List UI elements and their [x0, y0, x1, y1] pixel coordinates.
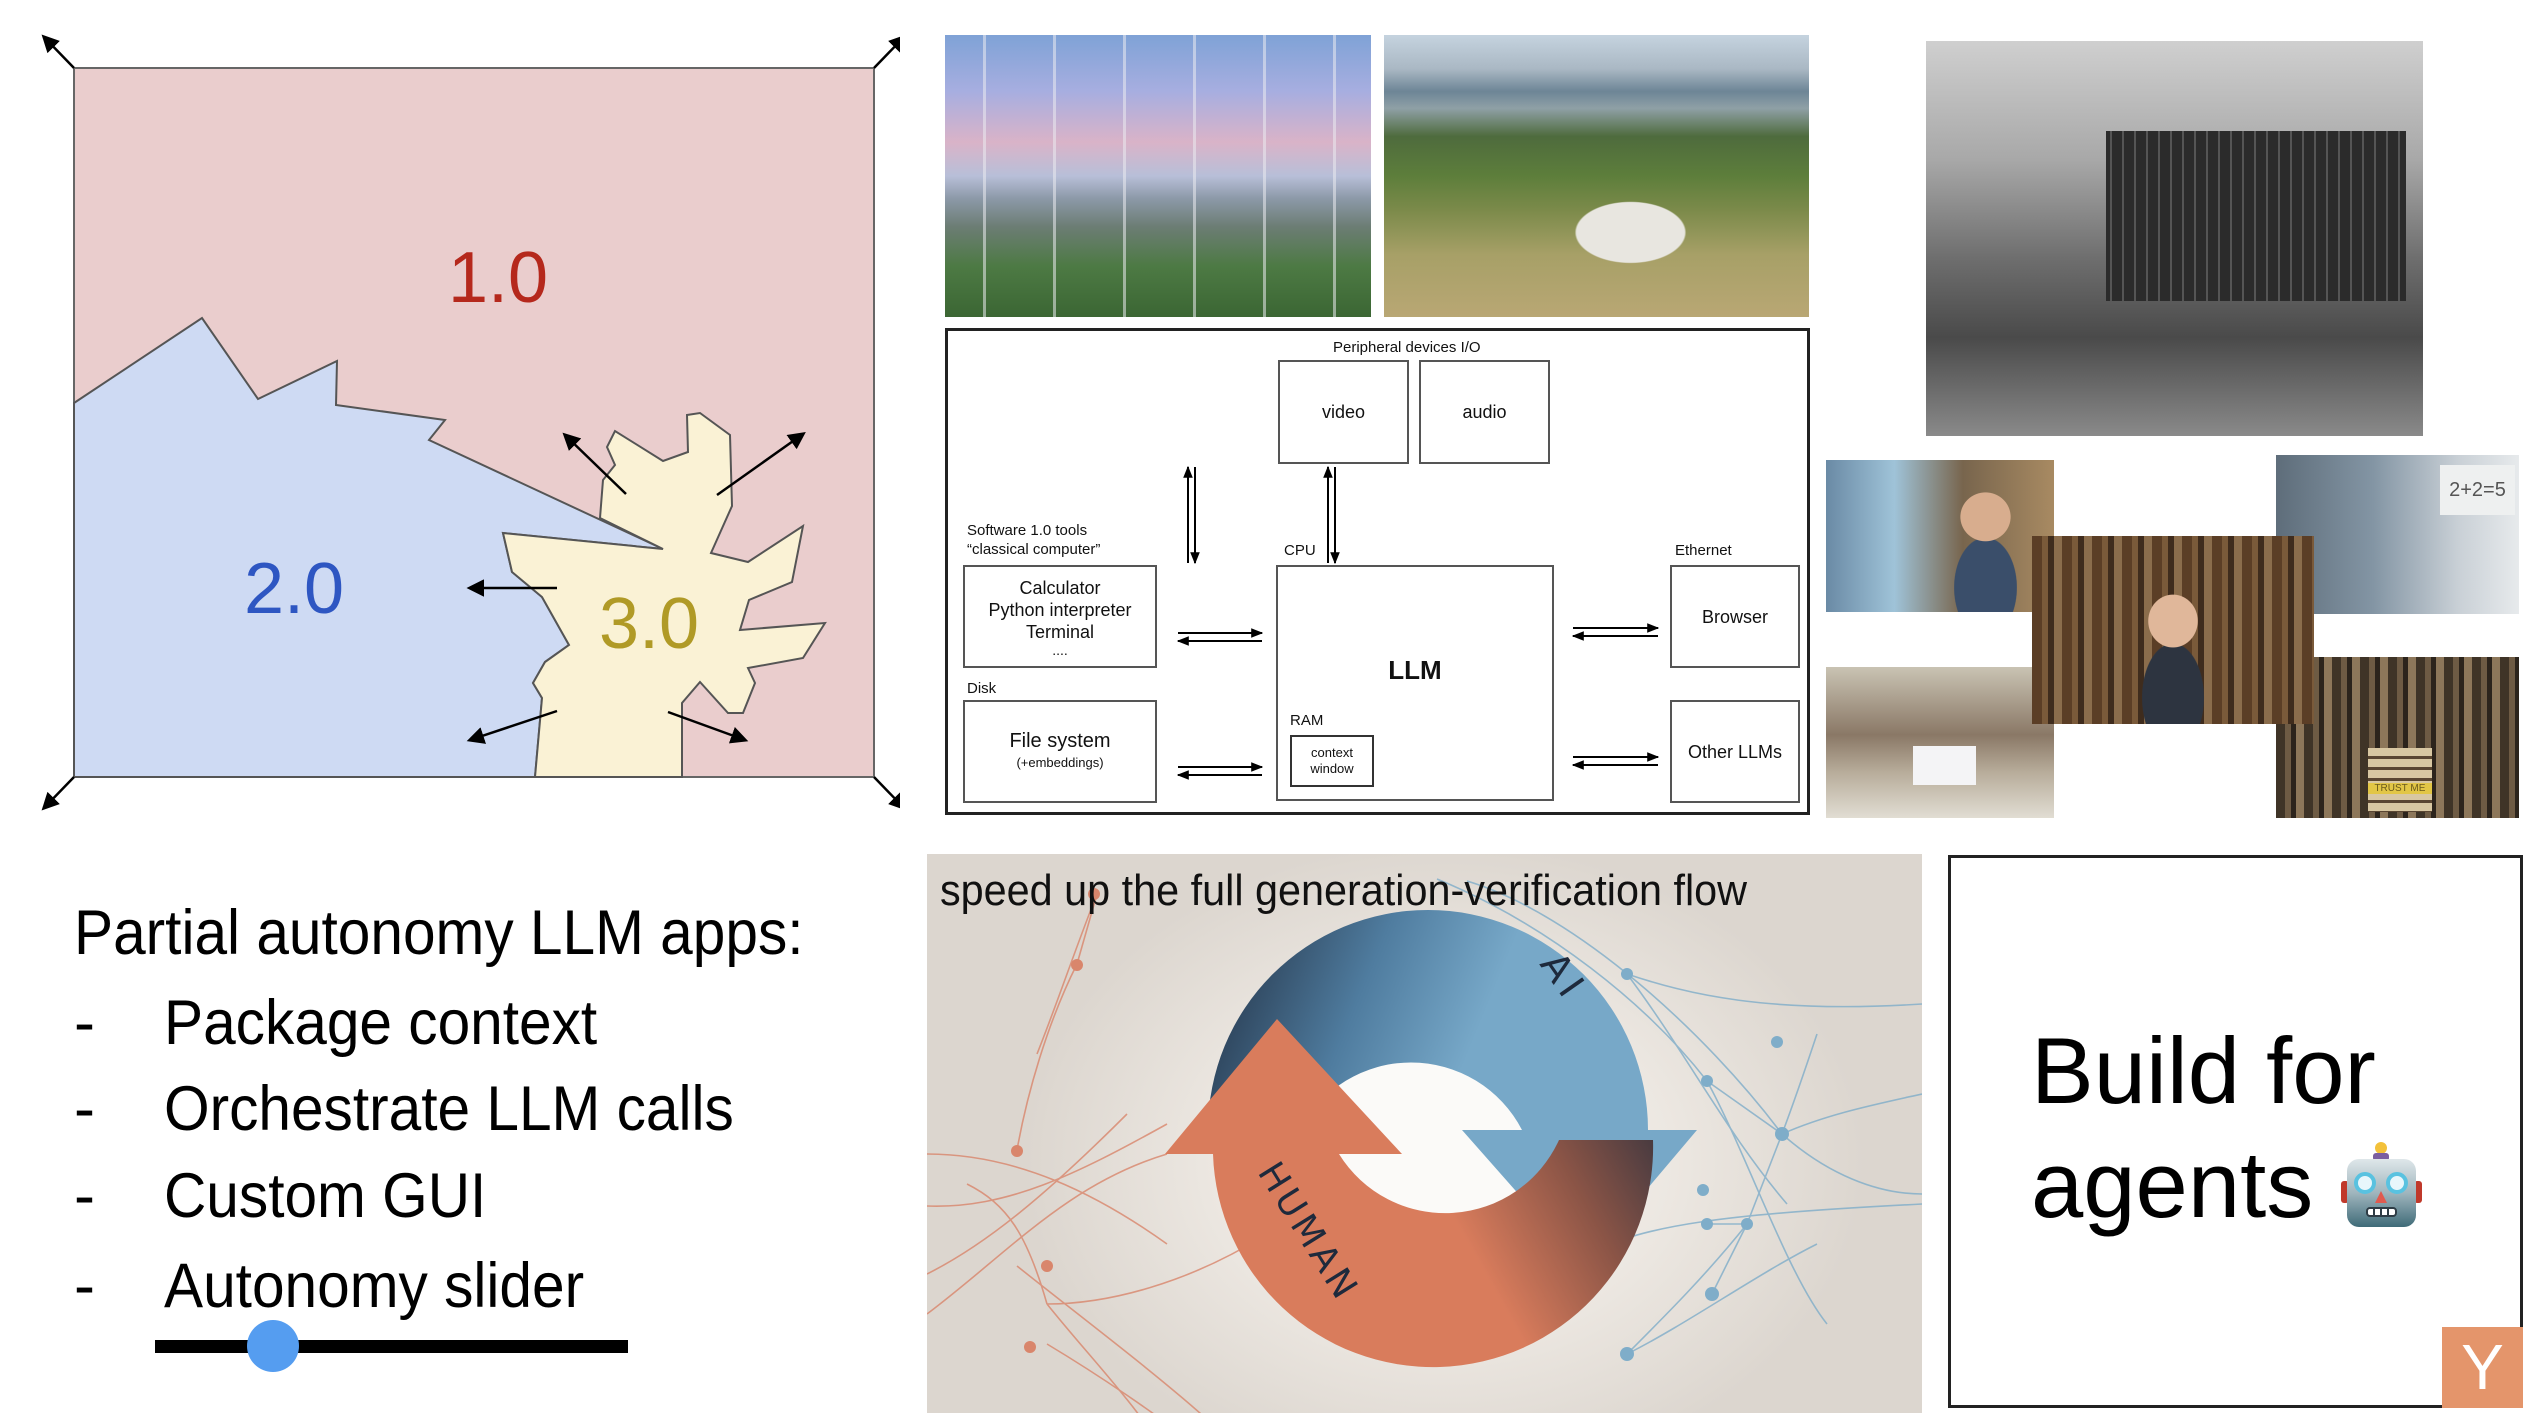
- diagram-arrows: [1176, 465, 1660, 780]
- datacenter-photo: [1384, 35, 1809, 317]
- substation-photo: [945, 35, 1371, 317]
- context-label: context: [1311, 745, 1353, 760]
- autonomy-item: - Package context: [0, 983, 900, 1070]
- build-for-agents-card: Build for agents: [1948, 855, 2523, 1408]
- whiteboard: 2+2=5: [2440, 465, 2515, 515]
- software-3-region: [501, 411, 827, 778]
- llm-os-diagram: Peripheral devices I/O video audio Softw…: [945, 328, 1810, 815]
- student-library-photo: [2032, 536, 2314, 724]
- bullet-dash: -: [74, 1251, 95, 1321]
- software-3-label: 3.0: [599, 584, 699, 664]
- corner-arrow-icon: [873, 776, 900, 811]
- growth-arrow-icon: [667, 710, 749, 744]
- tool-ellipsis: ....: [1052, 641, 1068, 658]
- bullet-dash: -: [74, 1074, 95, 1144]
- peripheral-label: Peripheral devices I/O: [1333, 339, 1481, 356]
- embeddings-label: (+embeddings): [1016, 754, 1104, 770]
- robot-face-icon: [2341, 1142, 2422, 1227]
- software-tools-box: Calculator Python interpreter Terminal .…: [963, 565, 1157, 668]
- window-label: window: [1310, 761, 1354, 776]
- ethernet-label: Ethernet: [1675, 542, 1732, 559]
- student-hologram-cat-photo: [1826, 460, 2054, 612]
- corner-arrow-icon: [873, 34, 900, 69]
- corner-arrow-icon: [41, 776, 75, 811]
- student-math-photo: 2+2=5: [2276, 455, 2519, 614]
- autonomy-item: - Orchestrate LLM calls: [0, 1069, 900, 1156]
- software-tools-label: Software 1.0 tools: [967, 522, 1088, 539]
- file-system-label: File system: [1009, 729, 1111, 752]
- autonomy-item-label: Package context: [164, 988, 598, 1058]
- growth-arrow-icon: [466, 709, 558, 744]
- disk-label: Disk: [967, 680, 997, 697]
- classical-computer-label: “classical computer”: [967, 541, 1101, 558]
- llm-label: LLM: [1388, 655, 1442, 685]
- software-1-label: 1.0: [448, 238, 548, 318]
- autonomy-heading: Partial autonomy LLM apps:: [74, 898, 804, 968]
- file-system-box: File system (+embeddings): [963, 700, 1157, 803]
- student-exam-photo: [1826, 667, 2054, 818]
- corner-arrow-icon: [41, 34, 75, 69]
- y-combinator-logo: Y: [2442, 1327, 2523, 1408]
- agents-line-2: agents: [2031, 1132, 2314, 1237]
- ram-label: RAM: [1290, 712, 1324, 729]
- book-label: TRUST ME: [2368, 783, 2432, 794]
- human-arrow: [1165, 1019, 1654, 1368]
- autonomy-item-label: Autonomy slider: [164, 1251, 585, 1321]
- network-lines-left: [927, 893, 1268, 1413]
- flow-title: speed up the full generation-verificatio…: [940, 866, 1748, 915]
- tool-terminal: Terminal: [1025, 621, 1095, 642]
- network-nodes-left: [1011, 888, 1100, 1353]
- autonomy-item-label: Orchestrate LLM calls: [164, 1074, 734, 1144]
- other-llms-label: Other LLMs: [1687, 741, 1783, 762]
- tool-calculator: Calculator: [1019, 577, 1101, 598]
- network-nodes-right: [1620, 968, 1789, 1361]
- book-stack: TRUST ME: [2368, 747, 2432, 812]
- bullet-dash: -: [74, 988, 95, 1058]
- exam-card: [1912, 745, 1977, 785]
- mainframe-computer-photo: [1926, 41, 2423, 436]
- browser-label: Browser: [1701, 606, 1768, 627]
- cpu-label: CPU: [1284, 542, 1316, 559]
- audio-label: audio: [1462, 402, 1507, 422]
- autonomy-slider-knob[interactable]: [247, 1320, 300, 1372]
- tool-python: Python interpreter: [988, 599, 1132, 620]
- video-box: video: [1278, 360, 1409, 464]
- agents-line-1: Build for: [2031, 1018, 2376, 1123]
- autonomy-item: - Autonomy slider: [0, 1246, 900, 1333]
- other-llms-box: Other LLMs: [1670, 700, 1800, 803]
- browser-box: Browser: [1670, 565, 1800, 668]
- autonomy-item-label: Custom GUI: [164, 1161, 487, 1231]
- autonomy-item: - Custom GUI: [0, 1156, 900, 1243]
- llm-cpu-box: LLM RAM context window: [1276, 565, 1554, 801]
- audio-box: audio: [1419, 360, 1550, 464]
- autonomy-slider-track[interactable]: [155, 1340, 628, 1353]
- student-books-photo: TRUST ME: [2276, 657, 2519, 818]
- growth-arrow-icon: [562, 432, 627, 495]
- context-window-box: context window: [1290, 735, 1374, 787]
- bullet-dash: -: [74, 1161, 95, 1231]
- flow-illustration: AI HUMAN: [927, 878, 1922, 1413]
- video-label: video: [1321, 402, 1366, 422]
- software-versions-map: 1.0 2.0 3.0: [41, 34, 900, 811]
- software-2-label: 2.0: [244, 549, 344, 629]
- generation-verification-panel: AI HUMAN speed up the full generation-ve…: [927, 854, 1922, 1413]
- growth-arrow-icon: [716, 431, 806, 497]
